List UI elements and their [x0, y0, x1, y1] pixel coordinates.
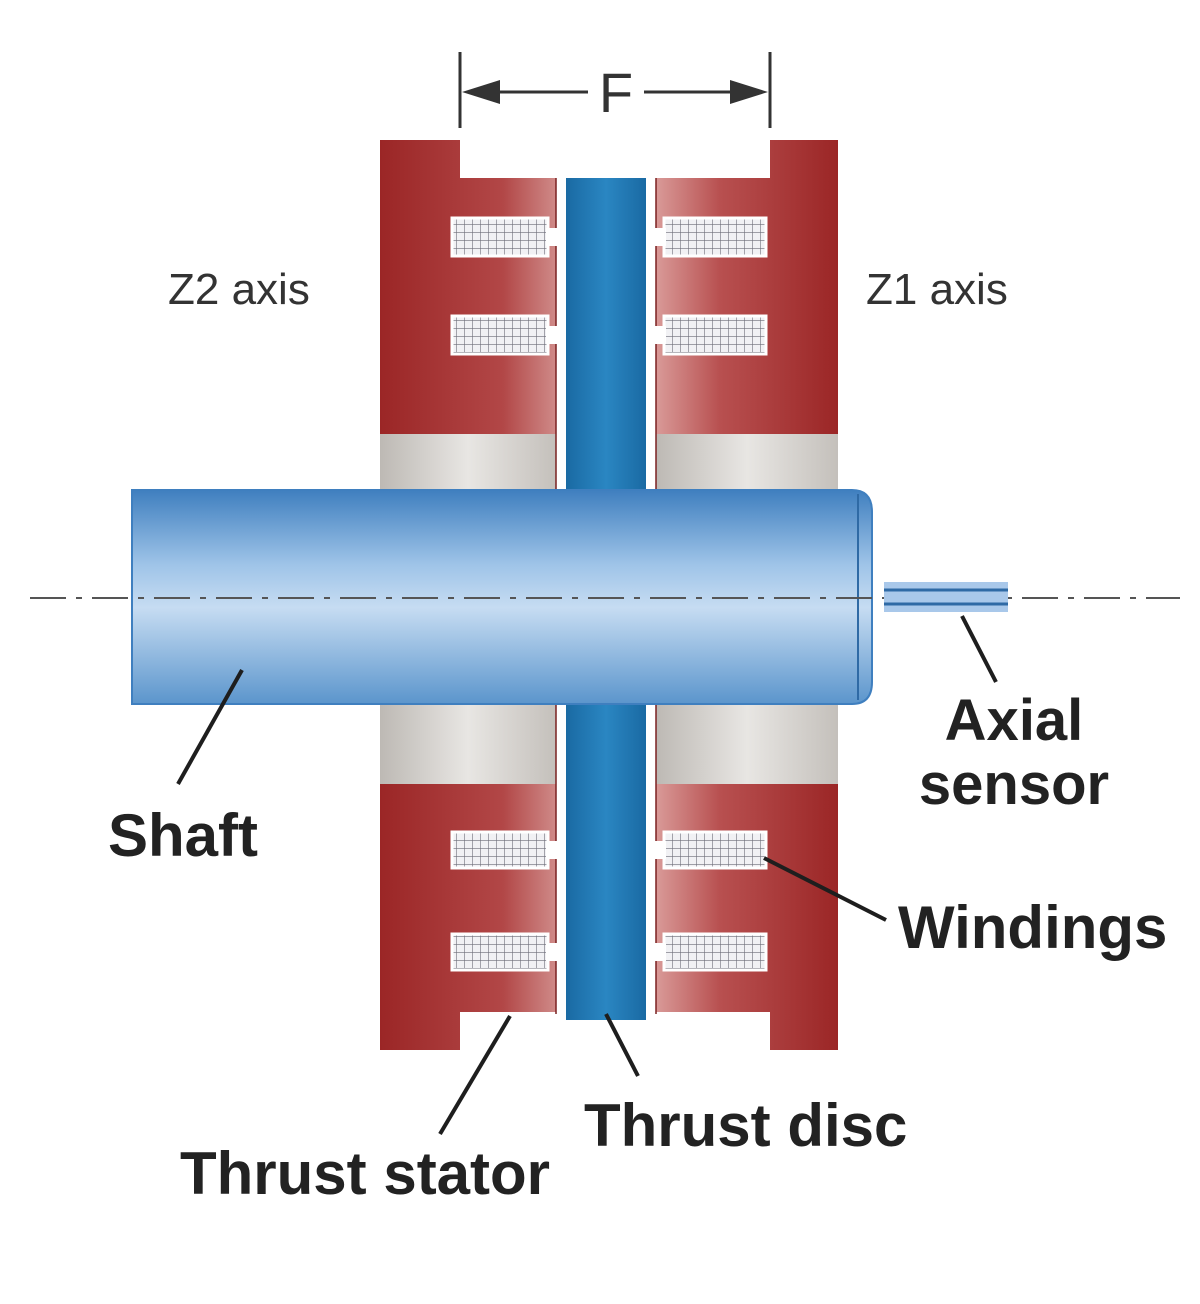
axial-sensor: [884, 582, 1008, 612]
thrust-stator-label: Thrust stator: [180, 1140, 550, 1207]
stator-right-bottom: [656, 784, 838, 1050]
shaft-label: Shaft: [108, 802, 258, 869]
axial-sensor-label-line2: sensor: [919, 752, 1109, 817]
leader-thrust-disc: [604, 1013, 640, 1077]
winding-left-4: [450, 932, 558, 972]
axial-sensor-body: [884, 582, 1008, 612]
winding-right-1: [654, 216, 768, 258]
z2-axis-label: Z2 axis: [168, 265, 310, 314]
winding-left-3: [450, 830, 558, 870]
leader-thrust-stator: [438, 1014, 512, 1136]
winding-left-2: [450, 314, 558, 356]
thrust-disc-label: Thrust disc: [584, 1092, 907, 1159]
clearance-right-top: [656, 434, 838, 492]
axial-sensor-label-line1: Axial: [945, 688, 1084, 753]
dimension-arrow-right: [730, 80, 768, 104]
windings-label: Windings: [898, 894, 1167, 961]
winding-left-1: [450, 216, 558, 258]
winding-right-2: [654, 314, 768, 356]
clearance-left-top: [380, 434, 556, 492]
gap-label: F: [599, 61, 633, 124]
stator-left-bottom: [380, 784, 556, 1050]
clearance-left-bottom: [380, 702, 556, 784]
radial-clearance: [380, 434, 838, 784]
leader-axial-sensor: [960, 615, 998, 683]
shaft: [131, 489, 873, 705]
winding-right-4: [654, 932, 768, 972]
stator-right-top: [656, 140, 838, 434]
z1-axis-label: Z1 axis: [866, 265, 1008, 314]
leader-windings: [763, 856, 887, 922]
stator-left-top: [380, 140, 556, 434]
leader-shaft: [176, 669, 244, 785]
clearance-right-bottom: [656, 702, 838, 784]
dimension-arrow-left: [462, 80, 500, 104]
gap-dimension: F: [458, 52, 772, 128]
leader-lines: [176, 615, 998, 1136]
windings-group: [450, 216, 768, 972]
winding-right-3: [654, 830, 768, 870]
shaft-body: [131, 489, 873, 705]
